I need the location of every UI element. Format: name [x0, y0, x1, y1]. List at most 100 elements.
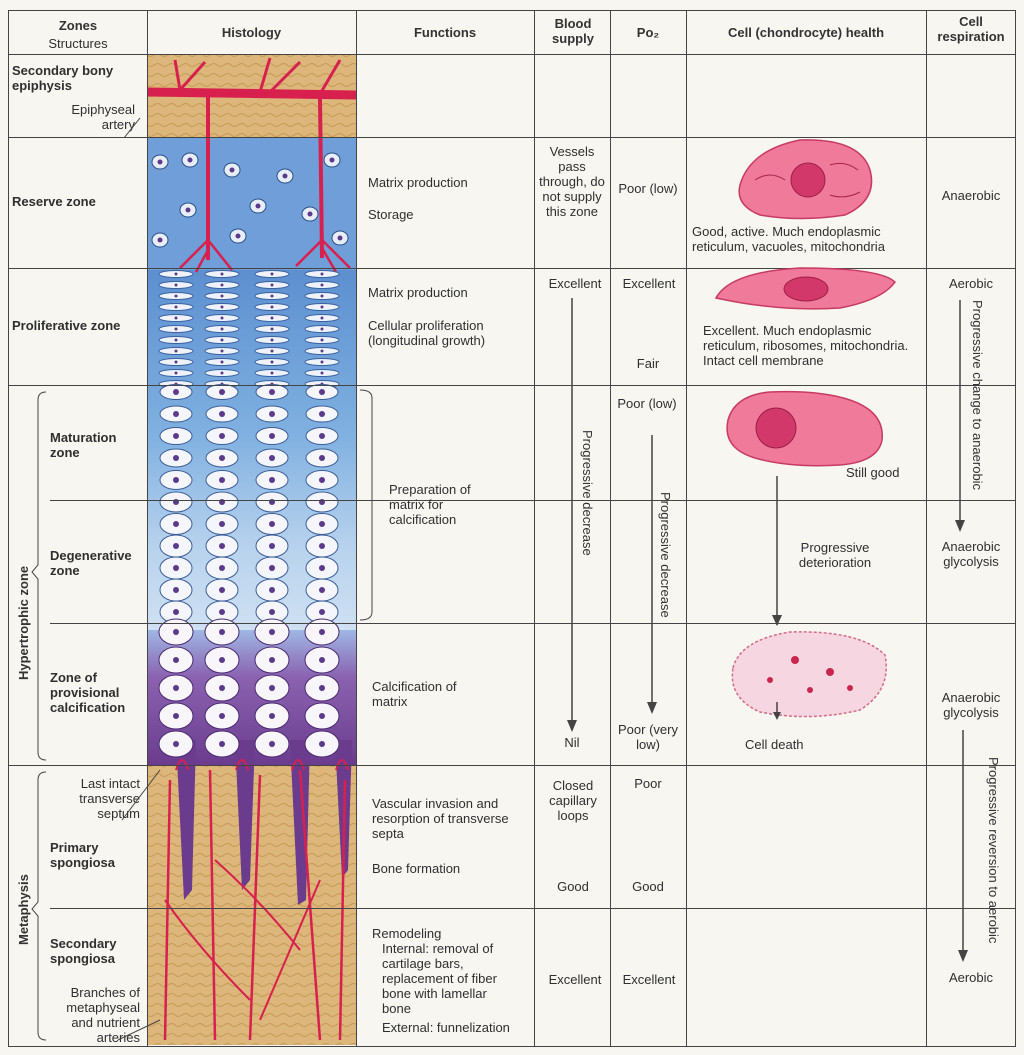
respiration-change-to-anaerobic: Progressive change to anaerobic — [970, 300, 985, 491]
grid-row — [8, 765, 1016, 766]
chondrocyte-nucleus — [219, 741, 225, 747]
chondrocyte-nucleus — [219, 433, 225, 439]
chondrocyte-nucleus — [173, 411, 179, 417]
function-proliferative-2: Cellular proliferation (longitudinal gro… — [368, 318, 486, 348]
blood-calcification: Nil — [564, 735, 580, 750]
dead-chondrocyte — [731, 631, 887, 718]
label-last-intact-septum: Last intact transverse septum — [79, 776, 140, 821]
po2-maturation: Poor (low) — [617, 396, 677, 411]
label-branches-arteries: Branches of metaphyseal and nutrient art… — [66, 985, 140, 1045]
chondrocyte-nucleus — [173, 685, 179, 691]
chondrocyte-nucleus — [229, 167, 235, 173]
calcified-spike — [290, 740, 310, 905]
chondrocyte-nucleus — [319, 521, 325, 527]
grid-header-bottom — [8, 54, 1016, 55]
chondrocyte-nucleus — [320, 360, 324, 364]
cell-health-proliferative: Excellent. Much endoplasmic reticulum, r… — [703, 323, 909, 368]
chondrocyte-cells — [151, 152, 349, 758]
chondrocyte-nucleus — [173, 713, 179, 719]
grid-col — [8, 10, 9, 1047]
proliferative-nucleus — [783, 276, 829, 302]
chondrocyte-nucleus — [174, 338, 178, 342]
function-proliferative-1: Matrix production — [368, 285, 468, 300]
chondrocyte-nucleus — [320, 272, 324, 276]
chondrocyte-nucleus — [270, 349, 274, 353]
chondrocyte-nucleus — [319, 565, 325, 571]
chondrocyte-nucleus — [219, 587, 225, 593]
chondrocyte-nucleus — [174, 371, 178, 375]
cell-health-calcification: Cell death — [745, 737, 804, 752]
chondrocyte-nucleus — [219, 521, 225, 527]
chondrocyte-nucleus — [320, 283, 324, 287]
chondrocyte-nucleus — [319, 685, 325, 691]
chondrocyte-nucleus — [174, 283, 178, 287]
grid-row — [50, 908, 1016, 909]
chondrocyte-nucleus — [269, 389, 275, 395]
blood-primary-bottom: Good — [557, 879, 589, 894]
label-provisional-calcification: Zone of provisional calcification — [50, 670, 126, 715]
po2-primary-top: Poor — [634, 776, 662, 791]
chondrocyte-nucleus — [269, 477, 275, 483]
header-blood-supply: Blood supply — [552, 16, 594, 46]
chondrocyte-nucleus — [307, 211, 313, 217]
chondrocyte-nucleus — [219, 411, 225, 417]
chondrocyte-nucleus — [319, 477, 325, 483]
header-cell-health: Cell (chondrocyte) health — [727, 25, 885, 40]
label-secondary-bony-epiphysis: Secondary bony epiphysis — [12, 63, 114, 93]
chondrocyte-nucleus — [219, 455, 225, 461]
chondrocyte-nucleus — [282, 173, 288, 179]
chondrocyte-nucleus — [269, 609, 275, 615]
chondrocyte-nucleus — [220, 371, 224, 375]
blood-secondary: Excellent — [548, 972, 602, 987]
chondrocyte-nucleus — [173, 629, 179, 635]
grid-col — [1015, 10, 1016, 1047]
maturation-chondrocyte — [726, 390, 883, 467]
chondrocyte-nucleus — [173, 543, 179, 549]
label-degenerative-zone: Degenerative zone — [50, 548, 132, 578]
respiration-degenerative: Anaerobic glycolysis — [941, 539, 1001, 569]
chondrocyte-nucleus — [174, 316, 178, 320]
header-po2: Po₂ — [636, 25, 660, 40]
chondrocyte-nucleus — [220, 283, 224, 287]
chondrocyte-nucleus — [157, 159, 163, 165]
chondrocyte-nucleus — [337, 235, 343, 241]
function-calcification: Calcification of matrix — [372, 679, 457, 709]
respiration-secondary: Aerobic — [948, 970, 994, 985]
chondrocyte-nucleus — [319, 433, 325, 439]
function-reserve-1: Matrix production — [368, 175, 468, 190]
chondrocyte-nucleus — [219, 713, 225, 719]
grid-row — [8, 137, 1016, 138]
chondrocyte-nucleus — [269, 521, 275, 527]
cell-health-reserve: Good, active. Much endoplasmic reticulum… — [692, 224, 885, 254]
chondrocyte-nucleus — [173, 521, 179, 527]
chondrocyte-nucleus — [220, 305, 224, 309]
chondrocyte-nucleus — [269, 657, 275, 663]
cell-health-degenerative: Progressive deterioration — [798, 540, 872, 570]
label-primary-spongiosa: Primary spongiosa — [50, 840, 116, 870]
chondrocyte-nucleus — [219, 389, 225, 395]
chondrocyte-nucleus — [320, 305, 324, 309]
chondrocyte-nucleus — [173, 565, 179, 571]
chondrocyte-nucleus — [174, 294, 178, 298]
blood-proliferative: Excellent — [548, 276, 602, 291]
chondrocyte-nucleus — [329, 157, 335, 163]
chondrocyte-nucleus — [173, 609, 179, 615]
header-cell-respiration: Cell respiration — [937, 14, 1005, 44]
chondrocyte-nucleus — [269, 455, 275, 461]
chondrocyte-nucleus — [320, 294, 324, 298]
chondrocyte-nucleus — [269, 433, 275, 439]
chondrocyte-nucleus — [173, 587, 179, 593]
label-reserve-zone: Reserve zone — [12, 194, 96, 209]
grid-bottom — [8, 1046, 1016, 1047]
chondrocyte-nucleus — [220, 294, 224, 298]
chondrocyte-nucleus — [174, 272, 178, 276]
chondrocyte-nucleus — [319, 713, 325, 719]
calcified-spike — [176, 740, 196, 900]
respiration-reversion: Progressive reversion to aerobic — [986, 757, 1001, 944]
grid-col — [534, 10, 535, 1047]
chondrocyte-nucleus — [269, 587, 275, 593]
grid-row — [8, 385, 1016, 386]
chondrocyte-nucleus — [173, 389, 179, 395]
chondrocyte-nucleus — [320, 316, 324, 320]
